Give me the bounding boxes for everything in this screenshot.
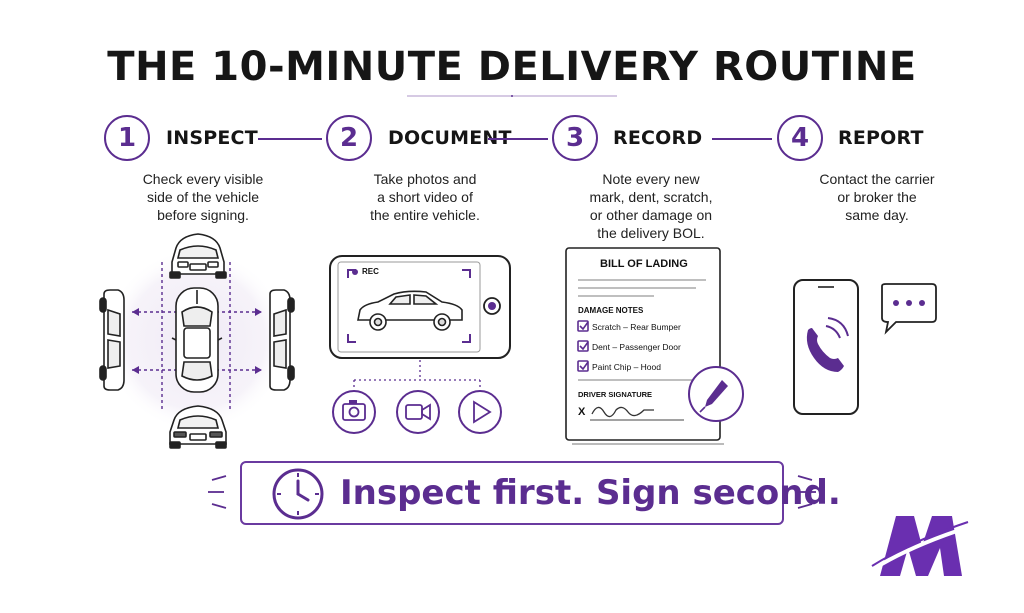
step-3-number: 3 [552,115,598,161]
step-2-label: DOCUMENT [388,127,512,149]
damage-item-3: Paint Chip – Hood [592,362,661,372]
rec-dot [352,269,358,275]
video-camera-icon [396,390,440,434]
car-top-view [171,287,223,393]
car-rear-view [169,405,227,449]
driver-signature-heading: DRIVER SIGNATURE [578,390,653,399]
step-2-description: Take photos and a short video of the ent… [370,171,480,223]
slogan-accent-right [797,475,816,509]
step-1-number: 1 [104,115,150,161]
signature-scribble [591,406,654,418]
chat-bubble-icon [881,283,937,335]
camera-icon [332,390,376,434]
signature-x-mark: X [578,406,586,418]
report-illustration [793,279,937,415]
bill-of-lading-document [565,247,744,445]
play-icon [458,390,502,434]
pen-icon [688,366,744,422]
car-left-side-view [99,289,125,391]
connector-3-4 [712,138,772,140]
step-1-description: Check every visible side of the vehicle … [142,171,264,223]
step-4-number: 4 [777,115,823,161]
car-side-view [357,290,463,331]
connector-1-2 [258,138,322,140]
brand-logo [866,516,969,576]
damage-notes-heading: DAMAGE NOTES [578,306,644,315]
car-front-view [169,233,227,279]
rec-label: REC [362,267,379,276]
step-1-label: INSPECT [166,127,258,149]
step-4-description: Contact the carrier or broker the same d… [819,171,935,223]
phone-portrait [793,279,859,415]
inspection-diagram [99,233,295,449]
damage-item-1: Scratch – Rear Bumper [592,322,681,332]
step-3-label: RECORD [613,127,703,149]
damage-item-2: Dent – Passenger Door [592,342,681,352]
clock-icon [272,468,324,520]
page-title: THE 10-MINUTE DELIVERY ROUTINE [107,44,917,90]
step-3-description: Note every new mark, dent, scratch, or o… [589,171,713,241]
document-phone [329,255,511,434]
slogan-banner [240,461,784,525]
car-right-side-view [269,289,295,391]
slogan-text: Inspect first. Sign second. [340,473,841,513]
connector-2-3 [488,138,548,140]
checkbox-group [577,320,589,372]
slogan-accent-left [208,475,227,509]
title-divider [407,95,617,97]
step-4-label: REPORT [838,127,924,149]
step-2-number: 2 [326,115,372,161]
phone-call-icon [806,317,849,372]
bol-title: BILL OF LADING [600,258,688,270]
